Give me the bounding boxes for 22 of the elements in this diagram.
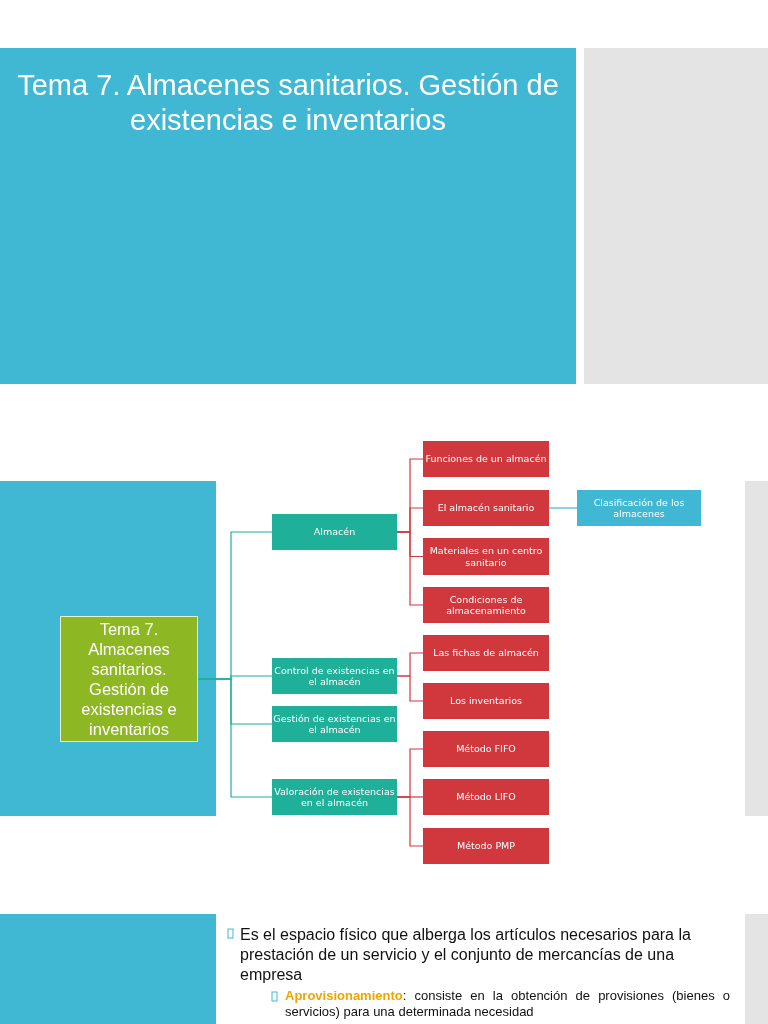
branch-box: Funciones de un almacén bbox=[423, 441, 549, 477]
bullet-text: Es el espacio físico que alberga los artículos necesarios para la prestación de un servicio y el conjunto de mercancías de una empresa bbox=[240, 925, 692, 985]
connector-line bbox=[396, 675, 424, 702]
branch-box: Control de existencias en el almacén bbox=[272, 658, 397, 694]
branch-box: Clasificación de los almacenes bbox=[577, 490, 701, 526]
branch-box: Almacén bbox=[272, 514, 397, 550]
branch-box: Método LIFO bbox=[423, 779, 549, 815]
branch-box: Valoración de existencias en el almacén bbox=[272, 779, 397, 815]
connector-line bbox=[548, 507, 578, 509]
branch-box: Condiciones de almacenamiento bbox=[423, 587, 549, 623]
branch-box: Los inventarios bbox=[423, 683, 549, 719]
slide-title: Tema 7. Almacenes sanitarios. Gestión de existencias e inventarios bbox=[16, 68, 560, 138]
bullet-text: Aprovisionamiento: consiste en la obtención de provisiones (bienes o servicios) para una determinada necesidad bbox=[285, 988, 730, 1020]
branch-box: Método FIFO bbox=[423, 731, 549, 767]
connector-line bbox=[396, 531, 424, 606]
branch-box: Materiales en un centro sanitario bbox=[423, 538, 549, 575]
topic-box: Tema 7. Almacenes sanitarios. Gestión de existencias e inventarios bbox=[60, 616, 198, 742]
connector-line bbox=[396, 796, 424, 847]
branch-box: Las fichas de almacén bbox=[423, 635, 549, 671]
branch-box: El almacén sanitario bbox=[423, 490, 549, 526]
branch-box: Gestión de existencias en el almacén bbox=[272, 706, 397, 742]
branch-box: Método PMP bbox=[423, 828, 549, 864]
